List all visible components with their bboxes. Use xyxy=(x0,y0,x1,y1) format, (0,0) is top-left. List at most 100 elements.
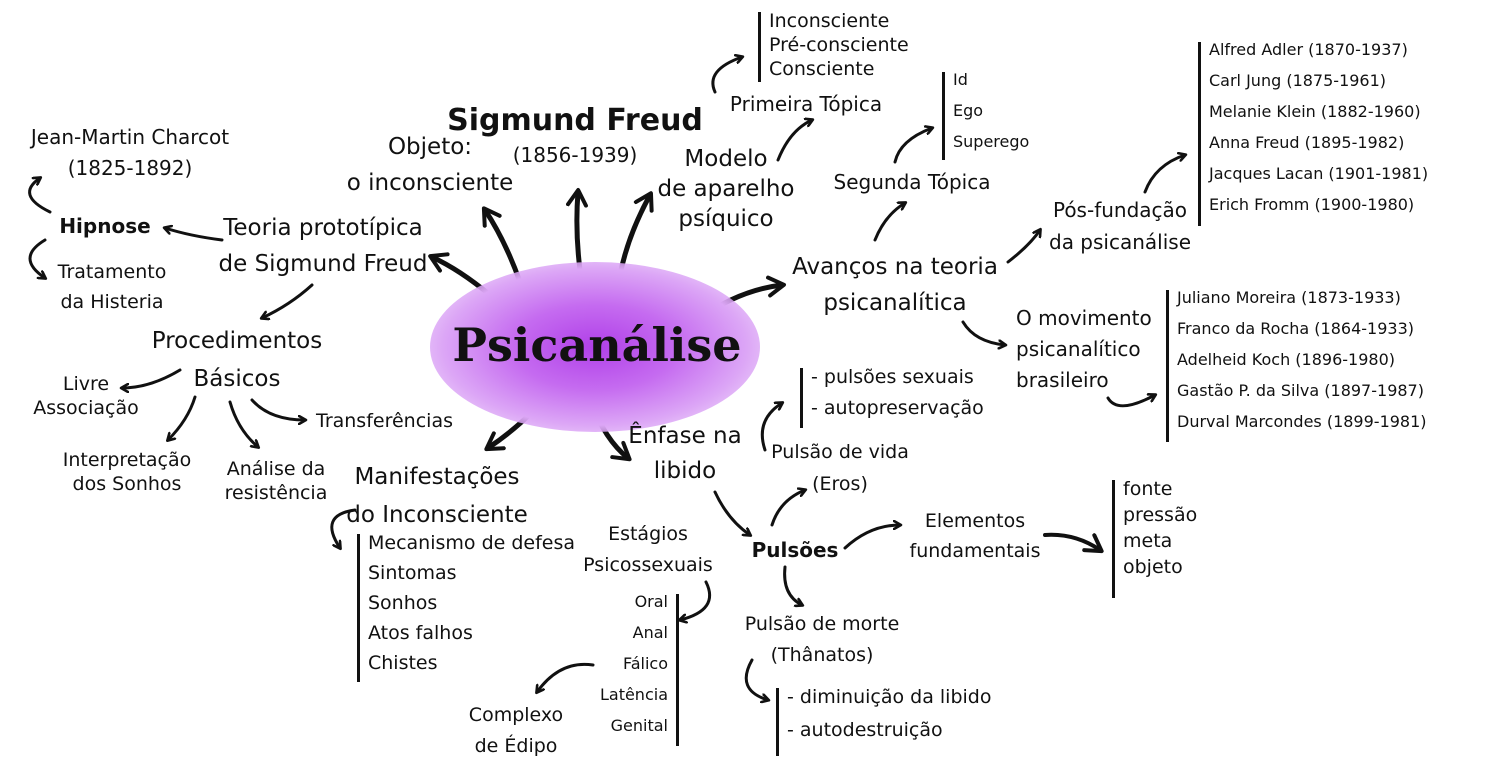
modelo-line1: Modelo xyxy=(684,146,768,172)
vida-line1: Pulsão de vida xyxy=(771,441,909,463)
elementos-line1: Elementos xyxy=(924,510,1026,532)
enfase-line2: libido xyxy=(653,458,717,484)
enfase-line1: Ênfase na xyxy=(628,423,742,449)
objeto-line1: Objeto: xyxy=(387,134,473,160)
arrow-to-estagios-list xyxy=(680,580,712,620)
list-item: Juliano Moreira (1873-1933) xyxy=(1177,288,1401,307)
analise-line2: resistência xyxy=(224,482,328,504)
avancos-line1: Avanços na teoria xyxy=(792,254,998,280)
list-item: Anal xyxy=(632,623,668,642)
list-item: Chistes xyxy=(368,652,438,674)
arrow-to-elementos-list xyxy=(1043,532,1104,554)
movimento-line3: brasileiro xyxy=(1016,368,1109,392)
movimento-list: Juliano Moreira (1873-1933) Franco da Ro… xyxy=(1166,290,1427,442)
list-item: Franco da Rocha (1864-1933) xyxy=(1177,319,1414,338)
list-item: Alfred Adler (1870-1937) xyxy=(1209,40,1408,59)
tratamento-line2: da Histeria xyxy=(60,291,164,313)
freud-name: Sigmund Freud xyxy=(447,103,703,138)
primeira-label: Primeira Tópica xyxy=(729,92,883,116)
list-item: Sonhos xyxy=(368,592,438,614)
arrow-to-hipnose xyxy=(165,228,224,242)
arrow-to-objeto xyxy=(481,206,523,285)
freud-years: (1856-1939) xyxy=(512,143,638,167)
modelo-line3: psíquico xyxy=(678,206,774,232)
posfundacao-line1: Pós-fundação xyxy=(1052,198,1188,222)
hipnose-label: Hipnose xyxy=(59,214,151,238)
elementos-list: fonte pressão meta objeto xyxy=(1112,480,1197,598)
list-item: Atos falhos xyxy=(368,622,473,644)
manifestacoes-list: Mecanismo de defesa Sintomas Sonhos Atos… xyxy=(357,534,575,682)
list-item: Consciente xyxy=(769,58,875,80)
primeira-list: Inconsciente Pré-consciente Consciente xyxy=(758,12,909,82)
arrow-to-vida-list xyxy=(760,403,782,452)
list-item: Genital xyxy=(610,716,668,735)
arrow-to-morte-list xyxy=(744,658,768,700)
interpretacao-line2: dos Sonhos xyxy=(72,473,182,495)
list-item: Sintomas xyxy=(368,562,457,584)
vida-list: - pulsões sexuais - autopreservação xyxy=(800,368,984,428)
list-item: Jacques Lacan (1901-1981) xyxy=(1209,164,1429,183)
modelo-line2: de aparelho xyxy=(657,176,795,202)
arrow-to-elementos xyxy=(843,525,900,550)
list-item: Melanie Klein (1882-1960) xyxy=(1209,102,1421,121)
elementos-line2: fundamentais xyxy=(909,540,1041,562)
arrow-to-pulsoes xyxy=(713,490,750,535)
tratamento-line1: Tratamento xyxy=(57,261,167,283)
posfundacao-line2: da psicanálise xyxy=(1048,230,1192,254)
arrow-to-segunda-list xyxy=(893,128,932,164)
complexo-line2: de Édipo xyxy=(474,735,558,757)
morte-line1: Pulsão de morte xyxy=(744,613,900,635)
list-item: Id xyxy=(953,70,968,89)
arrow-to-analise xyxy=(228,400,258,447)
list-item: Pré-consciente xyxy=(769,34,909,56)
arrow-to-transferencias xyxy=(250,398,305,420)
movimento-line1: O movimento xyxy=(1016,306,1152,330)
estagios-list: Oral Anal Fálico Latência Genital xyxy=(576,594,679,746)
manifestacoes-line2: do Inconsciente xyxy=(346,502,528,528)
central-topic: Psicanálise xyxy=(452,318,742,372)
list-item: Ego xyxy=(953,101,984,120)
arrow-to-vida xyxy=(770,490,805,527)
list-item: Oral xyxy=(634,592,668,611)
avancos-line2: psicanalítica xyxy=(823,290,967,316)
charcot-name: Jean-Martin Charcot xyxy=(30,125,230,149)
arrow-to-morte xyxy=(783,565,802,605)
list-item: - autopreservação xyxy=(811,397,984,419)
manifestacoes-line1: Manifestações xyxy=(354,464,520,490)
list-item: fonte xyxy=(1123,478,1173,500)
list-item: - diminuição da libido xyxy=(787,686,992,708)
segunda-list: Id Ego Superego xyxy=(942,72,1029,160)
arrow-to-primeira xyxy=(776,120,812,162)
list-item: Anna Freud (1895-1982) xyxy=(1209,133,1405,152)
arrow-to-tratamento xyxy=(28,238,45,278)
segunda-label: Segunda Tópica xyxy=(833,170,991,194)
arrow-to-movimento-list xyxy=(1106,395,1155,408)
list-item: Adelheid Koch (1896-1980) xyxy=(1177,350,1395,369)
arrow-to-primeira-list xyxy=(711,57,742,94)
list-item: - pulsões sexuais xyxy=(811,366,974,388)
livre-line2: Associação xyxy=(33,397,139,419)
arrow-to-posfundacao xyxy=(1006,230,1040,264)
procedimentos-line1: Procedimentos xyxy=(151,328,323,354)
arrow-to-freud xyxy=(566,188,588,273)
list-item: Durval Marcondes (1899-1981) xyxy=(1177,412,1427,431)
list-item: Superego xyxy=(953,132,1030,151)
list-item: pressão xyxy=(1123,504,1198,526)
arrow-to-movimento xyxy=(961,320,1005,345)
list-item: Inconsciente xyxy=(769,10,890,32)
list-item: Gastão P. da Silva (1897-1987) xyxy=(1177,381,1424,400)
list-item: meta xyxy=(1123,530,1173,552)
list-item: Mecanismo de defesa xyxy=(368,532,576,554)
interpretacao-line1: Interpretação xyxy=(62,449,192,471)
morte-line2: (Thânatos) xyxy=(770,644,874,666)
list-item: - autodestruição xyxy=(787,719,943,741)
vida-line2: (Eros) xyxy=(812,473,868,495)
pulsoes-label: Pulsões xyxy=(751,538,839,562)
arrow-to-complexo xyxy=(537,662,595,692)
estagios-line2: Psicossexuais xyxy=(583,554,713,576)
complexo-line1: Complexo xyxy=(468,704,564,726)
livre-line1: Livre xyxy=(62,373,110,395)
arrow-to-segunda xyxy=(873,203,905,242)
list-item: objeto xyxy=(1123,556,1183,578)
posfundacao-list: Alfred Adler (1870-1937) Carl Jung (1875… xyxy=(1198,42,1428,226)
